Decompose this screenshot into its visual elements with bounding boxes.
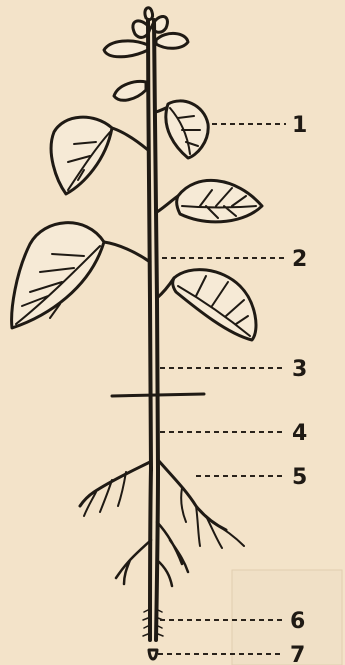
paper-stain bbox=[232, 570, 342, 665]
label-4: 4 bbox=[292, 421, 307, 446]
tap-root-right bbox=[156, 468, 158, 640]
tap-root-left bbox=[150, 468, 151, 640]
bud-apex bbox=[145, 8, 153, 20]
ground-line bbox=[112, 394, 204, 396]
label-7: 7 bbox=[290, 643, 305, 665]
label-1: 1 bbox=[292, 113, 307, 138]
label-3: 3 bbox=[292, 357, 307, 382]
young-leaf-left bbox=[104, 41, 148, 57]
young-leaf-right bbox=[156, 33, 188, 48]
label-6: 6 bbox=[290, 609, 305, 634]
label-2: 2 bbox=[292, 247, 307, 272]
label-5: 5 bbox=[292, 465, 307, 490]
